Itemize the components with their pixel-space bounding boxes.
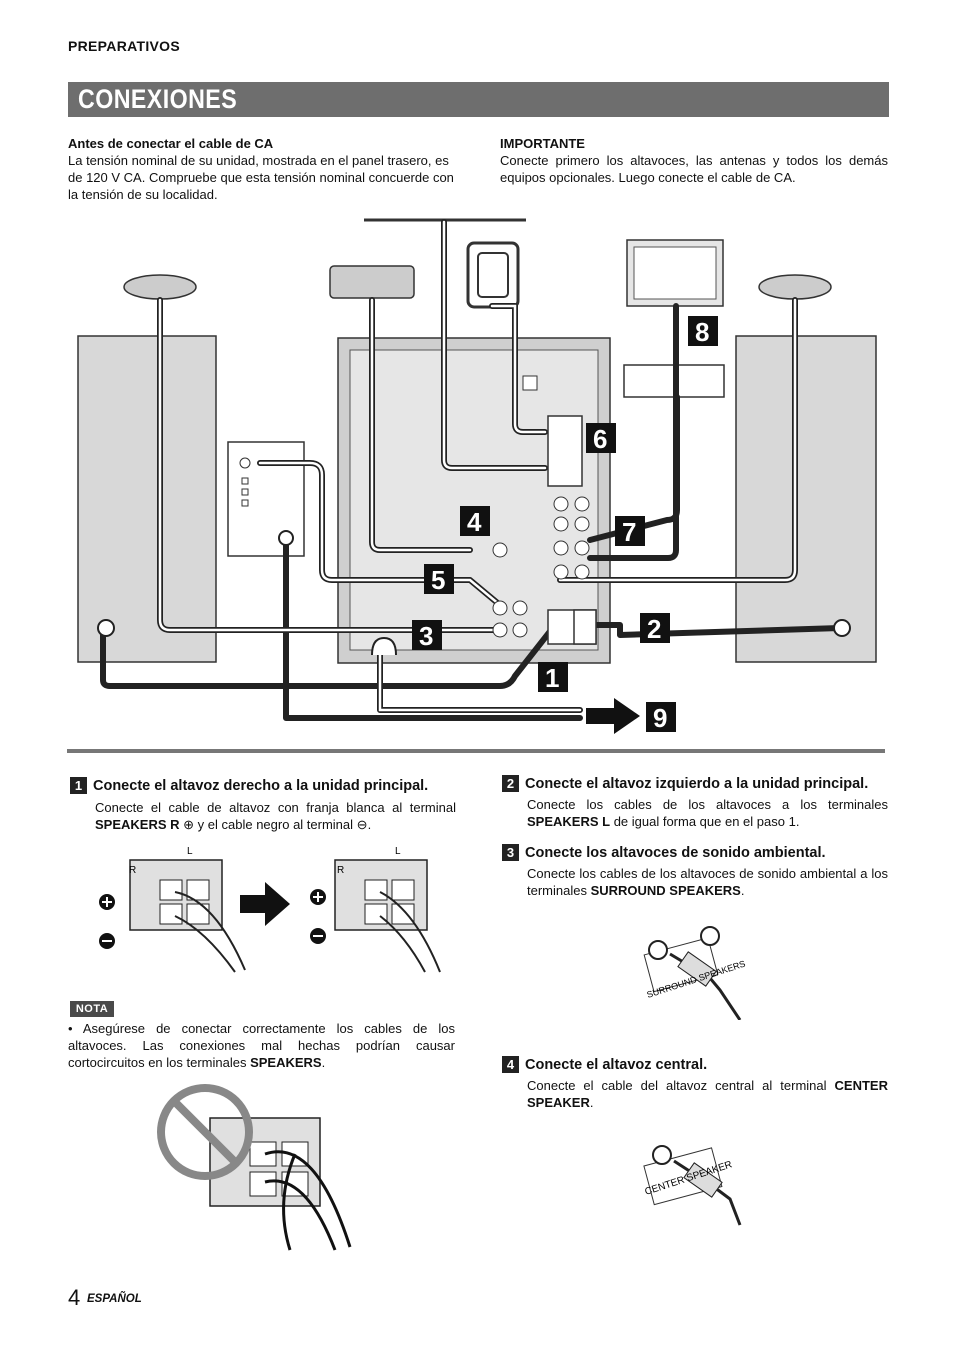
step-4-number: 4 <box>502 1056 519 1073</box>
step-1-title: Conecte el altavoz derecho a la unidad p… <box>93 778 429 794</box>
section-divider <box>67 749 885 753</box>
step-1-body: Conecte el cable de altavoz con franja b… <box>95 800 456 832</box>
intro-left-body: La tensión nominal de su unidad, mostrad… <box>68 153 454 202</box>
right-speaker-box <box>77 335 217 663</box>
left-speaker-box <box>735 335 877 663</box>
svg-text:L: L <box>395 846 401 857</box>
step-2-number: 2 <box>502 775 519 792</box>
step-3-title: Conecte los altavoces de sonido ambienta… <box>525 845 826 861</box>
terminal-l-label: L <box>187 846 193 857</box>
callout-9: 9 <box>653 703 667 733</box>
center-speaker <box>329 265 415 299</box>
callouts: 1 2 3 4 5 6 7 8 9 <box>412 316 718 733</box>
step-1-number: 1 <box>70 777 87 794</box>
step-4: 4 Conecte el altavoz central. Conecte el … <box>502 1056 888 1111</box>
page-title: CONEXIONES <box>78 84 238 114</box>
nota-badge: NOTA <box>70 1001 114 1017</box>
plus-icon: ⊕ <box>183 817 195 832</box>
intro-right-heading: IMPORTANTE <box>500 136 585 151</box>
callout-7: 7 <box>622 517 636 547</box>
ac-arrow <box>586 698 640 734</box>
callout-4: 4 <box>467 507 482 537</box>
page-title-bar: CONEXIONES <box>68 82 889 117</box>
footer-language: ESPAÑOL <box>87 1293 142 1305</box>
callout-6: 6 <box>593 424 607 454</box>
nota-body: • Asegúrese de conectar correctamente lo… <box>68 1021 455 1070</box>
intro-left-heading: Antes de conectar el cable de CA <box>68 136 274 151</box>
step-4-body: Conecte el cable del altavoz central al … <box>527 1078 888 1110</box>
intro-left: Antes de conectar el cable de CA La tens… <box>68 135 456 203</box>
prohibited-illustration <box>157 1084 352 1251</box>
connection-diagram: 1 2 3 4 5 6 7 8 9 <box>77 218 877 734</box>
step-3-body: Conecte los cables de los altavoces de s… <box>527 866 888 898</box>
step-2-body: Conecte los cables de los altavoces a lo… <box>527 797 888 829</box>
callout-1: 1 <box>545 663 559 693</box>
minus-icon: ⊖ <box>356 817 368 832</box>
section-tag: PREPARATIVOS <box>68 38 180 54</box>
intro-right-body: Conecte primero los altavoces, las anten… <box>500 153 888 185</box>
terminal-r-label: R <box>129 865 136 876</box>
svg-text:R: R <box>337 865 344 876</box>
callout-8: 8 <box>695 317 709 347</box>
callout-2: 2 <box>647 614 661 644</box>
center-illustration: CENTER SPEAKER <box>643 1145 742 1226</box>
callout-5: 5 <box>431 565 445 595</box>
callout-3: 3 <box>419 621 433 651</box>
prohibited-icon <box>157 1084 253 1180</box>
step-4-title: Conecte el altavoz central. <box>525 1057 708 1073</box>
step-3-number: 3 <box>502 844 519 861</box>
intro-right: IMPORTANTE Conecte primero los altavoces… <box>500 135 888 186</box>
step-2-title: Conecte el altavoz izquierdo a la unidad… <box>525 776 869 792</box>
surround-illustration: SURROUND SPEAKERS <box>643 926 747 1020</box>
step-1: 1 Conecte el altavoz derecho a la unidad … <box>70 777 456 833</box>
arrow-right-icon <box>240 882 290 926</box>
step-1-illustration: R L R L <box>99 846 441 973</box>
step-3: 3 Conecte los altavoces de sonido ambient… <box>502 844 888 899</box>
page-number: 4 <box>68 1285 81 1310</box>
step-2: 2 Conecte el altavoz izquierdo a la unida… <box>502 775 888 830</box>
